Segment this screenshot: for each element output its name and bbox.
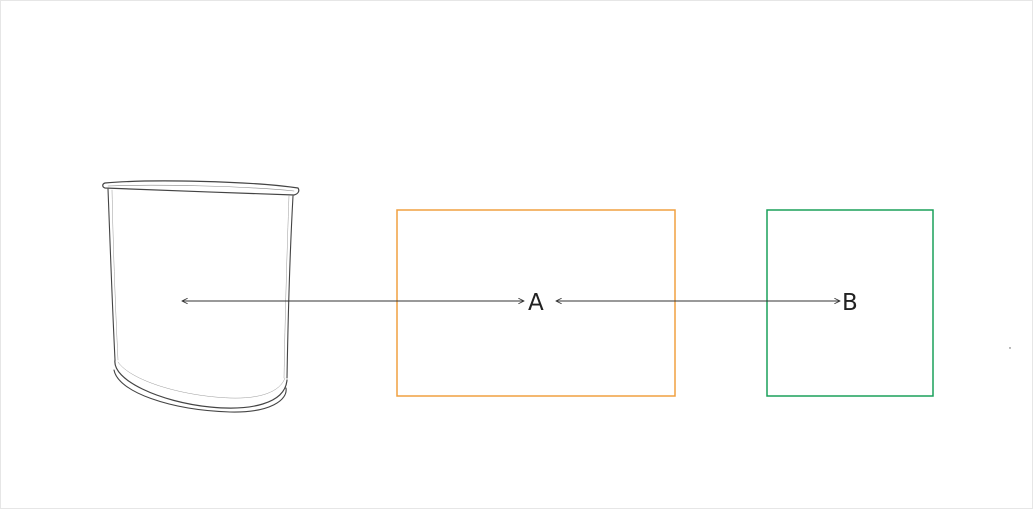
stray-dot bbox=[1009, 347, 1011, 349]
podium-counter-icon bbox=[102, 180, 300, 413]
label-a: A bbox=[528, 290, 544, 316]
label-b: B bbox=[842, 290, 858, 316]
